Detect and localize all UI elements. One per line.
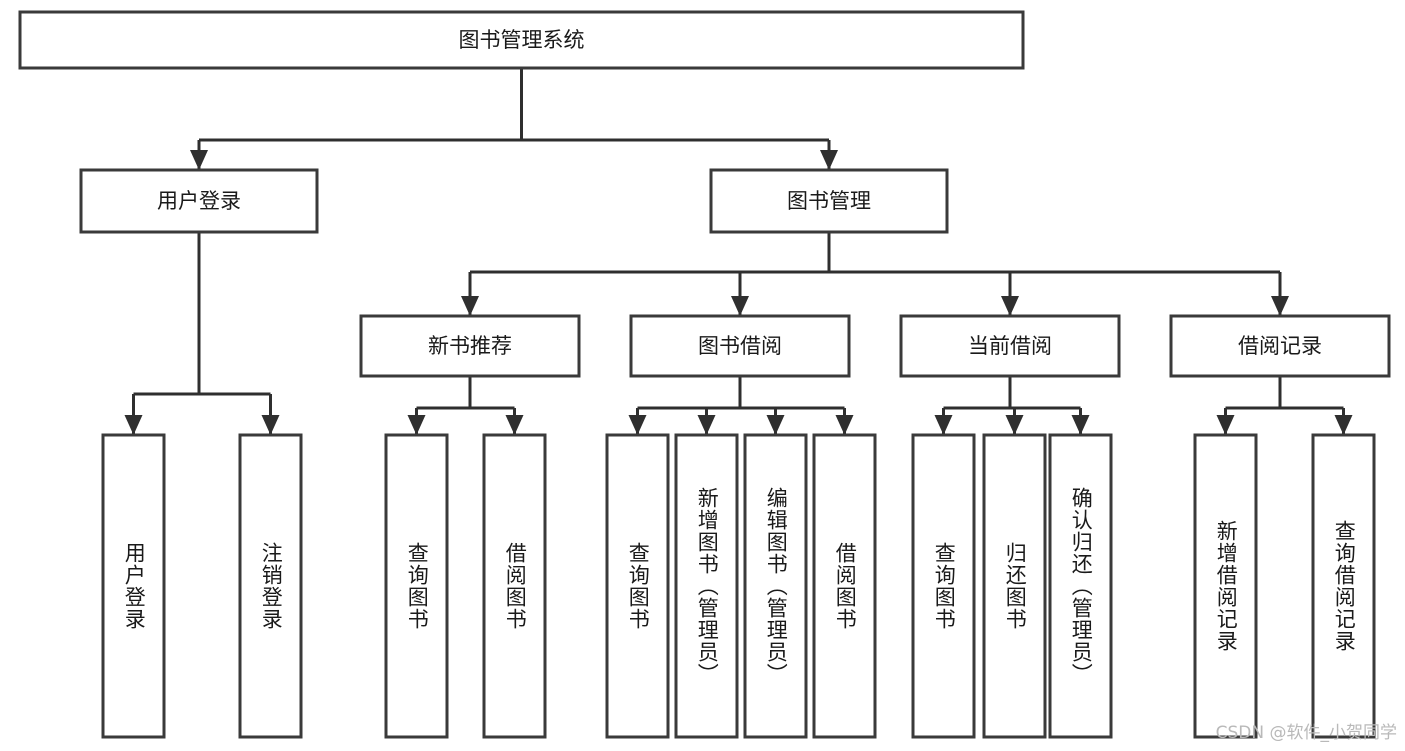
node-label-current-borrow: 当前借阅	[968, 334, 1052, 358]
arrow-head-icon	[190, 150, 208, 170]
node-box-leaf-edit-book[interactable]	[743, 433, 808, 739]
leaf-node-leaf-borrow-book[interactable]: 借阅图书	[814, 435, 875, 737]
arrow-head-icon	[1334, 415, 1353, 435]
node-box-leaf-query-record[interactable]	[1311, 433, 1376, 739]
arrow-head-icon	[820, 150, 838, 170]
arrow-head-icon	[261, 415, 280, 435]
arrow-head-icon	[628, 415, 647, 435]
leaf-node-leaf-edit-book[interactable]: 编辑图书（管理员）	[745, 435, 806, 737]
node-box-leaf-return-book[interactable]	[982, 433, 1047, 739]
leaf-node-leaf-logout[interactable]: 注销登录	[240, 435, 301, 737]
leaf-label-leaf-borrow-book: 借阅图书	[833, 542, 858, 630]
leaf-label-leaf-confirm-return: 确认归还（管理员）	[1069, 487, 1094, 685]
node-box-leaf-query-book[interactable]	[605, 433, 670, 739]
connectors-layer	[124, 68, 1353, 435]
leaf-node-leaf-query-book-cur[interactable]: 查询图书	[913, 435, 974, 737]
arrow-head-icon	[407, 415, 426, 435]
node-box-leaf-query-book-cur[interactable]	[911, 433, 976, 739]
node-label-root: 图书管理系统	[459, 28, 585, 52]
node-label-book-borrow: 图书借阅	[698, 334, 782, 358]
arrow-head-icon	[1071, 415, 1090, 435]
arrow-head-icon	[731, 296, 749, 316]
leaf-label-leaf-query-book-rec: 查询图书	[405, 542, 430, 630]
watermark-text: CSDN @软件_小贺同学	[1215, 723, 1397, 743]
arrow-head-icon	[1005, 415, 1024, 435]
node-box-book-borrow[interactable]	[629, 314, 851, 378]
leaf-node-leaf-confirm-return[interactable]: 确认归还（管理员）	[1050, 435, 1111, 737]
arrow-head-icon	[1271, 296, 1289, 316]
node-box-root[interactable]	[18, 10, 1025, 70]
leaf-node-leaf-return-book[interactable]: 归还图书	[984, 435, 1045, 737]
leaf-node-leaf-borrow-book-rec[interactable]: 借阅图书	[484, 435, 545, 737]
node-box-user-login[interactable]	[79, 168, 319, 234]
node-box-leaf-query-book-rec[interactable]	[384, 433, 449, 739]
node-box-borrow-record[interactable]	[1169, 314, 1391, 378]
leaf-label-leaf-user-login: 用户登录	[122, 542, 147, 630]
node-box-leaf-logout[interactable]	[238, 433, 303, 739]
node-label-user-login: 用户登录	[157, 189, 241, 213]
node-box-leaf-add-record[interactable]	[1193, 433, 1258, 739]
node-box-leaf-add-book[interactable]	[674, 433, 739, 739]
arrow-head-icon	[505, 415, 524, 435]
leaf-node-leaf-query-book[interactable]: 查询图书	[607, 435, 668, 737]
node-box-leaf-borrow-book-rec[interactable]	[482, 433, 547, 739]
arrow-head-icon	[1216, 415, 1235, 435]
arrow-head-icon	[697, 415, 716, 435]
leaf-label-leaf-query-record: 查询借阅记录	[1332, 520, 1357, 652]
node-box-book-manage[interactable]	[709, 168, 949, 234]
arrow-head-icon	[934, 415, 953, 435]
leaf-label-leaf-add-book: 新增图书（管理员）	[695, 487, 720, 685]
leaf-label-leaf-borrow-book-rec: 借阅图书	[503, 542, 528, 630]
leaf-node-leaf-query-record[interactable]: 查询借阅记录	[1313, 435, 1374, 737]
leaf-label-leaf-return-book: 归还图书	[1003, 542, 1028, 630]
node-label-new-book-rec: 新书推荐	[428, 334, 512, 358]
node-box-leaf-borrow-book[interactable]	[812, 433, 877, 739]
node-label-book-manage: 图书管理	[787, 189, 871, 213]
node-box-leaf-user-login[interactable]	[101, 433, 166, 739]
leaf-label-leaf-add-record: 新增借阅记录	[1214, 520, 1239, 652]
arrow-head-icon	[835, 415, 854, 435]
arrow-head-icon	[766, 415, 785, 435]
leaf-node-leaf-user-login[interactable]: 用户登录	[103, 435, 164, 737]
leaf-label-leaf-query-book: 查询图书	[626, 542, 651, 630]
leaf-node-leaf-add-record[interactable]: 新增借阅记录	[1195, 435, 1256, 737]
arrow-head-icon	[124, 415, 143, 435]
leaf-node-leaf-add-book[interactable]: 新增图书（管理员）	[676, 435, 737, 737]
leaf-label-leaf-edit-book: 编辑图书（管理员）	[764, 487, 789, 685]
arrow-head-icon	[461, 296, 479, 316]
node-box-new-book-rec[interactable]	[359, 314, 581, 378]
node-label-borrow-record: 借阅记录	[1238, 334, 1322, 358]
node-box-leaf-confirm-return[interactable]	[1048, 433, 1113, 739]
leaf-label-leaf-query-book-cur: 查询图书	[932, 542, 957, 630]
arrow-head-icon	[1001, 296, 1019, 316]
node-box-current-borrow[interactable]	[899, 314, 1121, 378]
boxes-layer	[18, 10, 1391, 739]
leaf-node-leaf-query-book-rec[interactable]: 查询图书	[386, 435, 447, 737]
leaf-label-leaf-logout: 注销登录	[259, 542, 284, 630]
